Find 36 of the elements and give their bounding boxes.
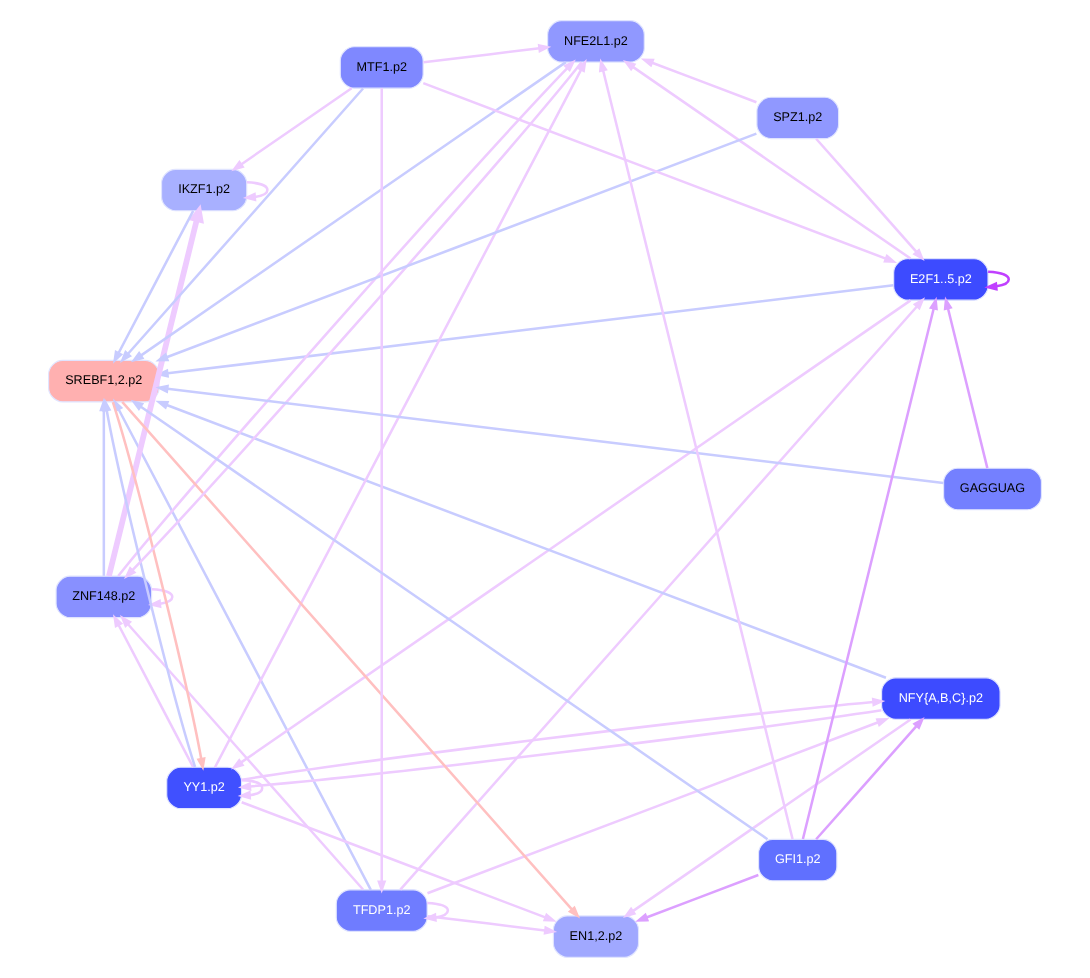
arrow — [815, 716, 925, 841]
arrow — [241, 697, 886, 781]
arrow — [155, 132, 757, 362]
arrow — [119, 615, 364, 891]
arrow — [119, 87, 364, 363]
arrow — [231, 87, 353, 172]
arrow — [155, 283, 894, 378]
arrow — [640, 58, 757, 104]
arrow — [231, 299, 912, 770]
arrow — [427, 914, 558, 935]
arrow — [984, 270, 1010, 291]
arrow — [112, 614, 195, 768]
arrow — [237, 778, 264, 800]
arrow — [427, 718, 890, 895]
arrow — [121, 401, 580, 919]
arrow — [943, 296, 989, 469]
arrow — [106, 204, 204, 577]
arrow — [801, 296, 938, 840]
arrow — [130, 399, 769, 841]
arrow — [422, 82, 898, 263]
arrow — [112, 210, 195, 364]
arrow — [377, 88, 387, 894]
arrow — [622, 718, 912, 918]
arrow — [155, 400, 887, 679]
arrow — [622, 60, 912, 260]
arrow — [155, 384, 944, 485]
arrow — [598, 58, 794, 840]
arrow — [237, 709, 882, 791]
arrow — [148, 588, 174, 609]
arrow — [635, 873, 759, 922]
arrow — [213, 59, 587, 768]
arrow — [242, 181, 269, 202]
arrow — [815, 137, 925, 262]
arrow — [423, 43, 552, 64]
arrow — [130, 61, 567, 363]
arrow — [399, 297, 925, 891]
